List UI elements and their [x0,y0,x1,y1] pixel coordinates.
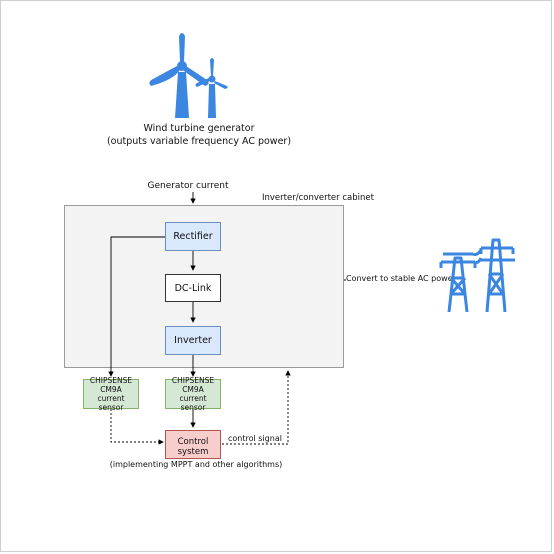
current-sensor-left: CHIPSENSE CM9A current sensor [83,376,139,412]
sensor-left-line2: CM9A [100,385,122,394]
wind-turbine-icon [149,33,228,118]
turbine-label: Wind turbine generator [143,123,255,134]
rectifier-block: Rectifier [165,222,221,251]
current-sensor-right: CHIPSENSE CM9A current sensor [165,376,221,412]
sensor-right-line1: CHIPSENSE [171,376,215,385]
cabinet-label: Inverter/converter cabinet [262,193,374,203]
sensor-left-line1: CHIPSENSE [89,376,133,385]
control-signal-label: control signal [228,434,282,443]
turbine-sublabel: (outputs variable frequency AC power) [106,136,292,147]
output-label: Convert to stable AC power [346,274,456,283]
power-pylon-icon [439,238,515,313]
sensor-right-line3: current sensor [179,394,207,412]
generator-current-label: Generator current [147,181,229,191]
sensor-left-line3: current sensor [97,394,125,412]
sensor-right-line2: CM9A [182,385,204,394]
inverter-block: Inverter [165,326,221,355]
dc-link-block: DC-Link [165,274,221,302]
control-system-block: Control system [165,430,221,459]
control-note: (implementing MPPT and other algorithms) [109,460,283,469]
